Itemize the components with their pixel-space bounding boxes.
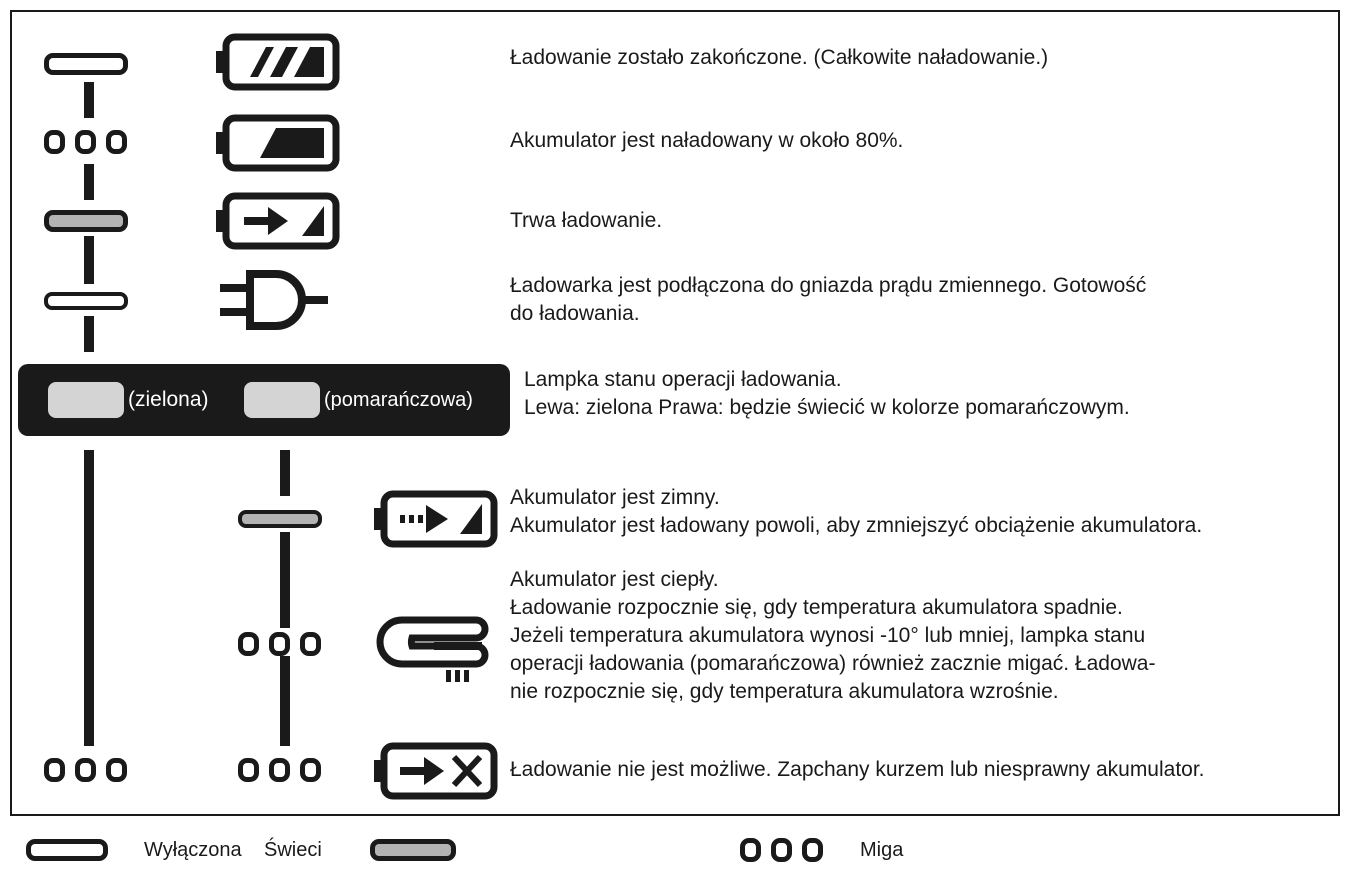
legend-lamp-on xyxy=(370,839,456,861)
lamp-on xyxy=(44,210,128,232)
battery-error-icon xyxy=(374,742,498,800)
battery-slow-charge-icon xyxy=(374,490,498,548)
connector-line xyxy=(84,82,94,118)
row-text: Ładowanie zostało zakończone. (Całkowite… xyxy=(510,46,1049,69)
legend-lamp-off xyxy=(26,839,108,861)
legend-on-label: Świeci xyxy=(264,839,322,861)
lamp-off xyxy=(44,292,128,310)
lamp-blink xyxy=(238,632,322,656)
legend-lamp-blink xyxy=(740,838,824,862)
row-text: Ładowanie nie jest możliwe. Zapchany kur… xyxy=(510,758,1205,781)
header-description: Lampka stanu operacji ładowania. Lewa: z… xyxy=(524,368,1130,419)
orange-label: (pomarańczowa) xyxy=(324,389,473,411)
row-text: Akumulator jest zimny. Akumulator jest ł… xyxy=(510,486,1203,537)
lamp-blink xyxy=(238,758,322,782)
lamp-blink xyxy=(44,758,128,782)
green-label: (zielona) xyxy=(128,388,209,411)
row-text: Ładowarka jest podłączona do gniazda prą… xyxy=(510,274,1147,325)
connector-line xyxy=(84,316,94,352)
battery-full-icon xyxy=(216,33,340,91)
connector-line xyxy=(84,164,94,200)
legend-off-label: Wyłączona xyxy=(144,839,242,861)
instruction-frame xyxy=(10,10,1340,816)
plug-icon xyxy=(220,270,328,330)
thermometer-icon xyxy=(376,616,489,682)
row-text: Trwa ładowanie. xyxy=(510,209,663,232)
connector-line xyxy=(280,532,290,628)
orange-lamp-chip xyxy=(244,382,320,418)
legend-blink-label: Miga xyxy=(860,839,904,861)
connector-line xyxy=(280,450,290,496)
battery-80-icon xyxy=(216,114,340,172)
connector-line xyxy=(84,450,94,746)
row-text: Akumulator jest naładowany w około 80%. xyxy=(510,129,904,152)
connector-line xyxy=(84,236,94,284)
lamp-blink xyxy=(44,130,128,154)
lamp-on xyxy=(238,510,322,528)
green-lamp-chip xyxy=(48,382,124,418)
battery-charging-icon xyxy=(216,192,340,250)
connector-line xyxy=(280,656,290,746)
lamp-off xyxy=(44,53,128,75)
status-lamp-header: (zielona) (pomarańczowa) xyxy=(18,364,510,436)
row-text: Akumulator jest ciepły. Ładowanie rozpoc… xyxy=(510,568,1156,703)
